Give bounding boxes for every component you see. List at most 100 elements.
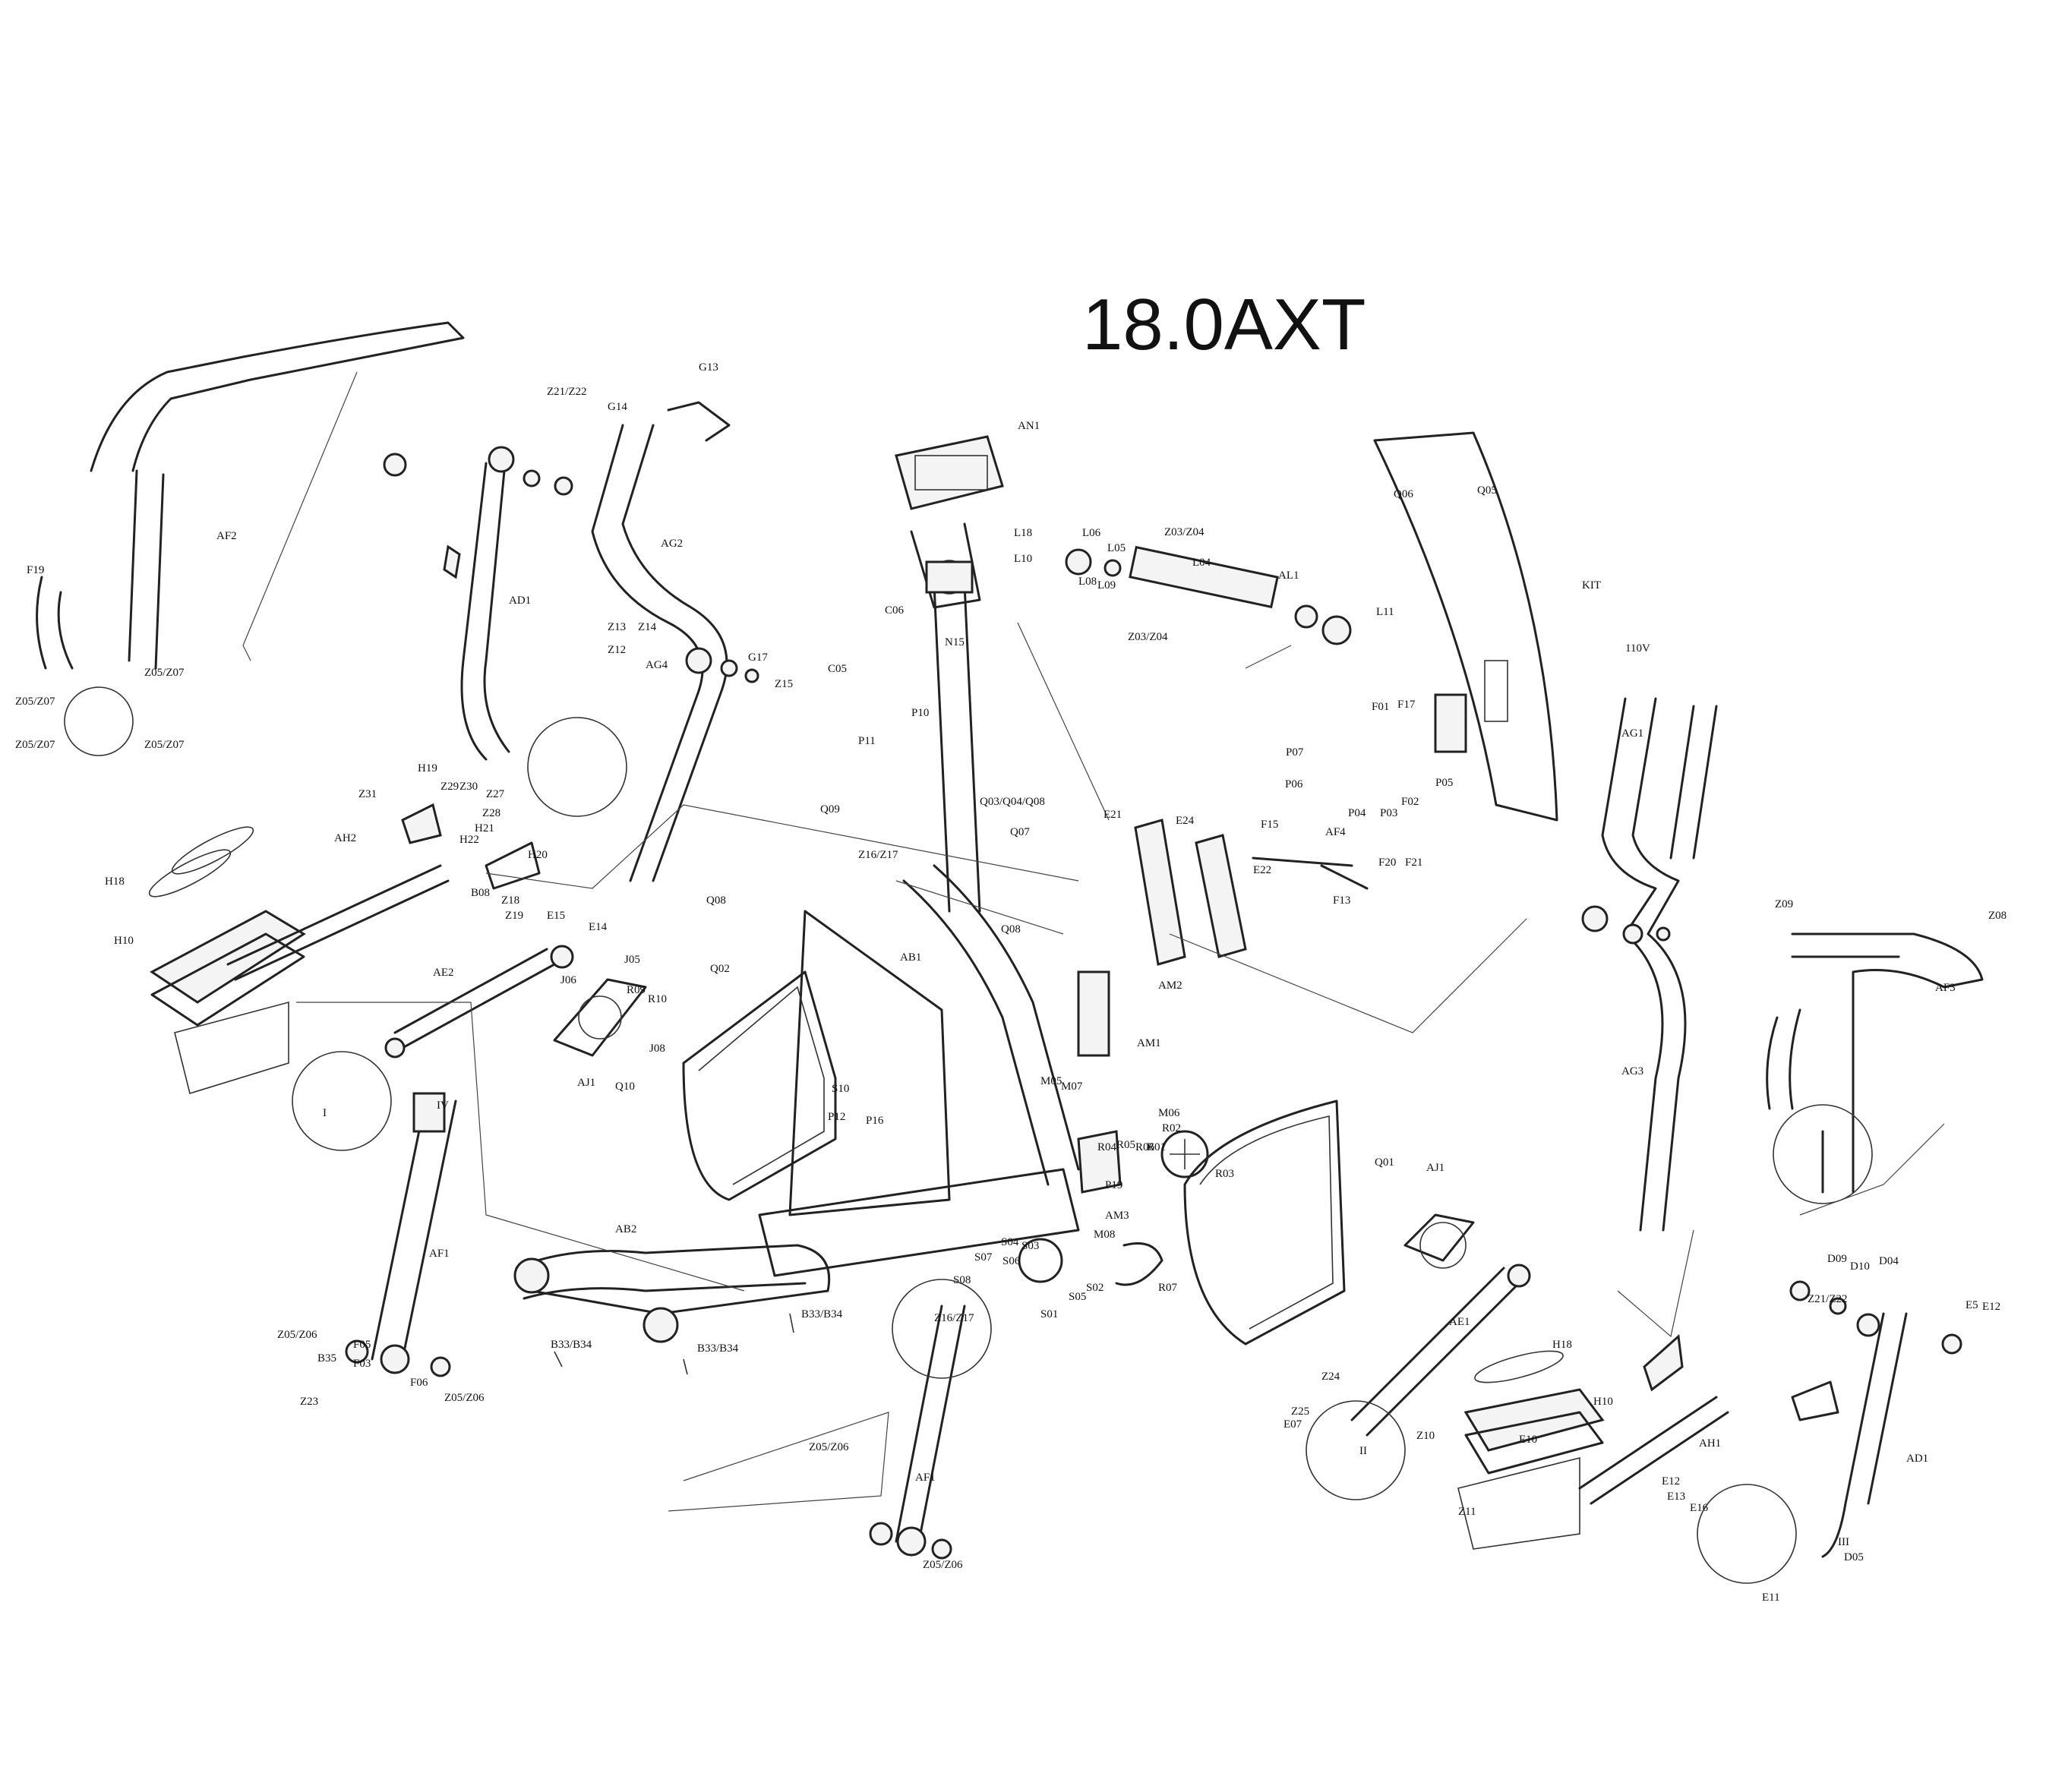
part-label: AM1 bbox=[1137, 1037, 1161, 1049]
part-label: L04 bbox=[1192, 557, 1211, 569]
part-label: G17 bbox=[748, 651, 768, 664]
part-label: S08 bbox=[953, 1274, 971, 1286]
part-label: F17 bbox=[1397, 699, 1416, 711]
part-label: L10 bbox=[1014, 553, 1032, 565]
part-label: Z03/Z04 bbox=[1128, 631, 1168, 643]
part-label: Z05/Z06 bbox=[277, 1329, 317, 1341]
bracket-h19-right bbox=[1643, 1333, 1839, 1421]
part-label: AJ1 bbox=[1426, 1162, 1445, 1174]
part-label: H10 bbox=[1593, 1396, 1613, 1408]
part-label: R06 bbox=[1135, 1141, 1155, 1153]
part-label: E22 bbox=[1253, 864, 1271, 876]
part-label: Z21/Z22 bbox=[1808, 1293, 1848, 1305]
part-label: J08 bbox=[649, 1043, 665, 1055]
guide-e21-e22 bbox=[1134, 819, 1369, 966]
part-label: B08 bbox=[471, 887, 490, 899]
part-label: E14 bbox=[589, 921, 608, 933]
part-label: AG4 bbox=[646, 659, 668, 671]
part-label: Z05/Z06 bbox=[923, 1559, 963, 1571]
part-label: D10 bbox=[1850, 1260, 1870, 1273]
part-label: AG1 bbox=[1621, 727, 1643, 740]
part-label: E07 bbox=[1283, 1418, 1302, 1431]
part-label: L11 bbox=[1376, 606, 1394, 618]
part-label: AH1 bbox=[1699, 1437, 1721, 1450]
cover-q01 bbox=[1183, 1099, 1346, 1346]
part-label: Z05/Z07 bbox=[15, 696, 55, 708]
part-label: P12 bbox=[828, 1111, 845, 1123]
part-label: P10 bbox=[911, 707, 929, 719]
crank-aj1-left bbox=[553, 978, 647, 1057]
part-label: D04 bbox=[1879, 1255, 1899, 1267]
part-label: S07 bbox=[974, 1251, 993, 1264]
part-label: R07 bbox=[1158, 1282, 1178, 1294]
part-label: H18 bbox=[1552, 1339, 1572, 1351]
crank-aj1-right bbox=[1403, 1213, 1475, 1269]
part-label: S06 bbox=[1002, 1255, 1021, 1267]
part-label: Z03/Z04 bbox=[1164, 526, 1205, 538]
part-label: Z11 bbox=[1458, 1506, 1476, 1518]
part-label: F21 bbox=[1405, 857, 1422, 869]
link-ah1 bbox=[1578, 1396, 1729, 1505]
part-label: AL1 bbox=[1278, 569, 1299, 582]
part-label: P16 bbox=[866, 1115, 884, 1127]
part-label: E5 bbox=[1965, 1299, 1978, 1311]
part-label: L06 bbox=[1082, 527, 1101, 539]
part-label: AB1 bbox=[900, 951, 921, 964]
part-label: AF1 bbox=[915, 1472, 936, 1484]
part-label: Z13 bbox=[608, 621, 626, 633]
part-label: AN1 bbox=[1018, 420, 1040, 432]
part-label: L18 bbox=[1014, 527, 1032, 539]
part-label: Q07 bbox=[1010, 826, 1030, 838]
part-label: P11 bbox=[858, 735, 876, 747]
part-label: AE1 bbox=[1449, 1316, 1470, 1328]
part-label: Z28 bbox=[482, 807, 500, 819]
part-label: L08 bbox=[1078, 576, 1097, 588]
link-ah2 bbox=[226, 864, 450, 981]
part-label: AJ1 bbox=[577, 1077, 595, 1089]
part-label: E12 bbox=[1662, 1475, 1680, 1488]
part-label: P05 bbox=[1435, 777, 1453, 789]
part-label: S02 bbox=[1086, 1282, 1104, 1294]
part-label: Q03/Q04/Q08 bbox=[980, 796, 1045, 808]
part-label: Z15 bbox=[775, 678, 793, 690]
part-label: Z23 bbox=[300, 1396, 318, 1408]
part-label: Z05/Z07 bbox=[144, 667, 185, 679]
part-label: P19 bbox=[1105, 1179, 1122, 1191]
part-label: Q09 bbox=[820, 803, 840, 816]
part-label: D05 bbox=[1844, 1551, 1864, 1563]
part-label: F20 bbox=[1378, 857, 1396, 869]
main-frame bbox=[513, 560, 1080, 1375]
part-label: F05 bbox=[353, 1339, 371, 1351]
part-label: Z14 bbox=[638, 621, 657, 633]
shroud-q06 bbox=[1373, 431, 1558, 822]
part-label: AF4 bbox=[1325, 826, 1346, 838]
part-label: D09 bbox=[1827, 1253, 1847, 1265]
rail-ae2 bbox=[292, 945, 574, 1151]
leg-af1-right bbox=[869, 1279, 992, 1560]
flywheel-assembly bbox=[1018, 970, 1209, 1286]
pedal-left bbox=[148, 826, 306, 1095]
part-label: R02 bbox=[1162, 1122, 1181, 1134]
part-label: R09 bbox=[627, 984, 646, 996]
part-label: F19 bbox=[27, 564, 44, 576]
leader-lines bbox=[242, 371, 1945, 1512]
part-label: Z05/Z07 bbox=[144, 739, 185, 751]
part-label: R01 bbox=[1147, 1141, 1166, 1153]
part-label: AD1 bbox=[1906, 1453, 1928, 1465]
cover-q02 bbox=[682, 970, 837, 1201]
part-label: Q06 bbox=[1394, 488, 1413, 500]
part-label: B33/B34 bbox=[697, 1342, 739, 1355]
part-label: F01 bbox=[1372, 701, 1389, 713]
part-label: S03 bbox=[1021, 1240, 1039, 1252]
part-label: I bbox=[323, 1107, 327, 1119]
part-label: R10 bbox=[648, 993, 667, 1005]
part-label: E24 bbox=[1176, 815, 1195, 827]
part-label: Q01 bbox=[1375, 1156, 1394, 1169]
part-label: R04 bbox=[1097, 1141, 1117, 1153]
part-label: M08 bbox=[1094, 1229, 1115, 1241]
part-label: Z10 bbox=[1416, 1430, 1435, 1442]
part-label: S04 bbox=[1001, 1236, 1019, 1248]
diagram-title: 18.0AXT bbox=[1082, 284, 1366, 365]
part-label: Q08 bbox=[706, 894, 726, 907]
part-label: M05 bbox=[1040, 1075, 1062, 1087]
